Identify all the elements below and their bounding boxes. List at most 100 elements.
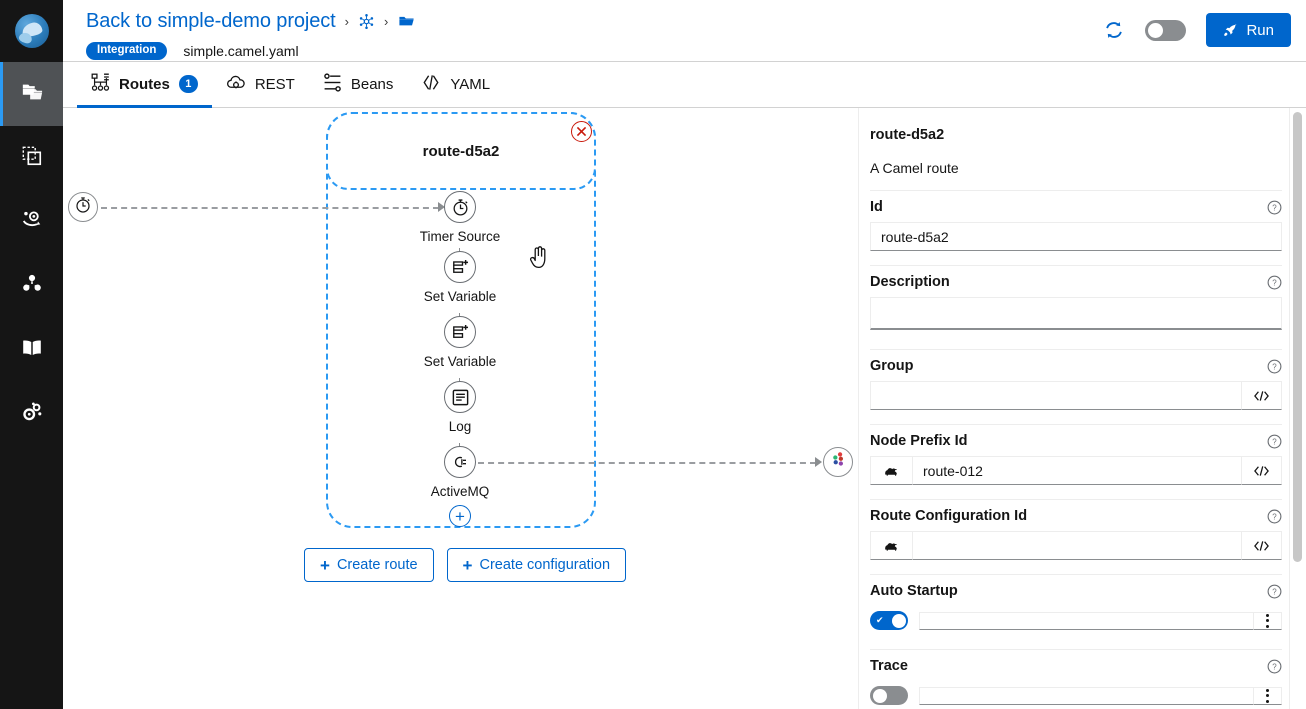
node-prefix-id-input[interactable] bbox=[912, 456, 1242, 485]
create-route-button[interactable]: + Create route bbox=[304, 548, 434, 582]
help-icon[interactable]: ? bbox=[1267, 584, 1282, 599]
node-label: Set Variable bbox=[423, 289, 497, 304]
panel-scrollbar-thumb[interactable] bbox=[1293, 112, 1302, 562]
start-connector-arrow bbox=[438, 202, 445, 212]
help-icon[interactable]: ? bbox=[1267, 359, 1282, 374]
svg-text:?: ? bbox=[1272, 587, 1277, 596]
field-id: Id ? bbox=[870, 190, 1282, 251]
node-activemq[interactable]: ActiveMQ bbox=[400, 446, 520, 499]
tab-yaml-label: YAML bbox=[450, 75, 491, 93]
add-step-button[interactable]: + bbox=[449, 505, 471, 527]
route-configuration-id-input[interactable] bbox=[912, 531, 1242, 560]
tab-routes[interactable]: Routes 1 bbox=[77, 63, 212, 108]
set-variable-icon bbox=[444, 251, 476, 283]
help-icon[interactable]: ? bbox=[1267, 434, 1282, 449]
run-label: Run bbox=[1246, 21, 1274, 39]
kebab-icon[interactable] bbox=[1254, 611, 1282, 630]
rocket-icon bbox=[1223, 23, 1238, 38]
sidebar-item-clusters[interactable] bbox=[0, 254, 63, 318]
tab-beans-label: Beans bbox=[350, 75, 394, 93]
create-route-label: Create route bbox=[336, 557, 418, 573]
log-icon bbox=[444, 381, 476, 413]
code-icon[interactable] bbox=[1242, 456, 1282, 485]
sidebar-item-pipelines[interactable] bbox=[0, 190, 63, 254]
tab-rest[interactable]: REST bbox=[212, 63, 309, 108]
sidebar-item-containers[interactable] bbox=[0, 126, 63, 190]
id-input[interactable] bbox=[870, 222, 1282, 251]
check-icon: ✔ bbox=[876, 615, 884, 625]
breadcrumb: Back to simple-demo project › › bbox=[86, 8, 416, 62]
breadcrumb-back-link[interactable]: Back to simple-demo project bbox=[86, 10, 336, 32]
gear-flow-icon bbox=[21, 209, 43, 236]
code-icon[interactable] bbox=[1242, 381, 1282, 410]
edit-mode-toggle[interactable] bbox=[1145, 19, 1187, 41]
field-auto-startup: Auto Startup ? ✔ bbox=[870, 574, 1282, 635]
canvas-action-buttons: + Create route + Create configuration bbox=[304, 548, 627, 582]
copy-folders-icon bbox=[21, 81, 43, 108]
create-configuration-button[interactable]: + Create configuration bbox=[446, 548, 627, 582]
help-icon[interactable]: ? bbox=[1267, 509, 1282, 524]
close-circle-icon[interactable] bbox=[571, 121, 592, 142]
help-icon[interactable]: ? bbox=[1267, 200, 1282, 215]
end-connector-arrow bbox=[815, 457, 822, 467]
kebab-icon[interactable] bbox=[1254, 686, 1282, 705]
start-connector bbox=[101, 207, 439, 209]
rest-cloud-icon bbox=[226, 73, 246, 96]
field-id-label: Id bbox=[870, 199, 883, 215]
node-log[interactable]: Log bbox=[400, 381, 520, 434]
folder-icon[interactable] bbox=[397, 13, 416, 30]
camel-icon bbox=[870, 456, 912, 485]
kaoto-logo-icon bbox=[14, 14, 49, 48]
node-label: ActiveMQ bbox=[430, 484, 490, 499]
tab-beans[interactable]: Beans bbox=[309, 63, 408, 108]
trace-input[interactable] bbox=[919, 686, 1254, 705]
node-label: Set Variable bbox=[423, 354, 497, 369]
activemq-icon bbox=[444, 446, 476, 478]
field-trace: Trace ? ✔ bbox=[870, 649, 1282, 709]
breadcrumb-separator-2: › bbox=[383, 13, 389, 29]
node-set-variable-2[interactable]: Set Variable bbox=[400, 316, 520, 369]
panel-title: route-d5a2 bbox=[870, 127, 945, 143]
masthead: Back to simple-demo project › › bbox=[0, 0, 1306, 62]
field-auto-startup-label: Auto Startup bbox=[870, 583, 958, 599]
sync-icon[interactable] bbox=[1103, 19, 1125, 41]
integration-badge: Integration bbox=[86, 41, 168, 61]
help-icon[interactable]: ? bbox=[1267, 275, 1282, 290]
route-header[interactable]: route-d5a2 bbox=[326, 112, 596, 190]
toggle-knob bbox=[1148, 22, 1164, 38]
sidebar-item-projects[interactable] bbox=[0, 62, 63, 126]
properties-panel: route-d5a2 A Camel route Id ? Descriptio… bbox=[862, 108, 1306, 709]
panel-subtitle: A Camel route bbox=[870, 160, 959, 176]
tab-routes-label: Routes bbox=[119, 75, 170, 93]
code-brackets-icon bbox=[421, 73, 441, 96]
group-input[interactable] bbox=[870, 381, 1242, 410]
node-timer-source[interactable]: Timer Source bbox=[400, 191, 520, 244]
routes-icon bbox=[91, 73, 110, 96]
description-textarea[interactable] bbox=[870, 297, 1282, 330]
file-name: simple.camel.yaml bbox=[183, 43, 299, 59]
sidebar-item-docs[interactable] bbox=[0, 318, 63, 382]
run-button[interactable]: Run bbox=[1206, 13, 1291, 47]
route-canvas[interactable]: route-d5a2 bbox=[63, 108, 858, 709]
end-endpoint[interactable] bbox=[823, 447, 853, 477]
plus-icon: + bbox=[320, 555, 330, 575]
app-logo[interactable] bbox=[0, 0, 63, 62]
trace-toggle[interactable]: ✔ bbox=[870, 686, 908, 705]
field-description: Description ? bbox=[870, 265, 1282, 335]
help-icon[interactable]: ? bbox=[1267, 659, 1282, 674]
camel-node-icon[interactable] bbox=[358, 13, 375, 30]
field-trace-label: Trace bbox=[870, 658, 908, 674]
tab-bar: Routes 1 REST bbox=[63, 62, 1306, 108]
start-endpoint[interactable] bbox=[68, 192, 98, 222]
code-icon[interactable] bbox=[1242, 531, 1282, 560]
auto-startup-input[interactable] bbox=[919, 611, 1254, 630]
field-node-prefix-id: Node Prefix Id ? bbox=[870, 424, 1282, 485]
toggle-knob bbox=[891, 613, 906, 628]
tab-yaml[interactable]: YAML bbox=[407, 63, 504, 108]
toggle-knob bbox=[872, 688, 887, 703]
sidebar-item-settings[interactable] bbox=[0, 382, 63, 446]
auto-startup-toggle[interactable]: ✔ bbox=[870, 611, 908, 630]
sidebar bbox=[0, 62, 63, 709]
node-set-variable-1[interactable]: Set Variable bbox=[400, 251, 520, 304]
